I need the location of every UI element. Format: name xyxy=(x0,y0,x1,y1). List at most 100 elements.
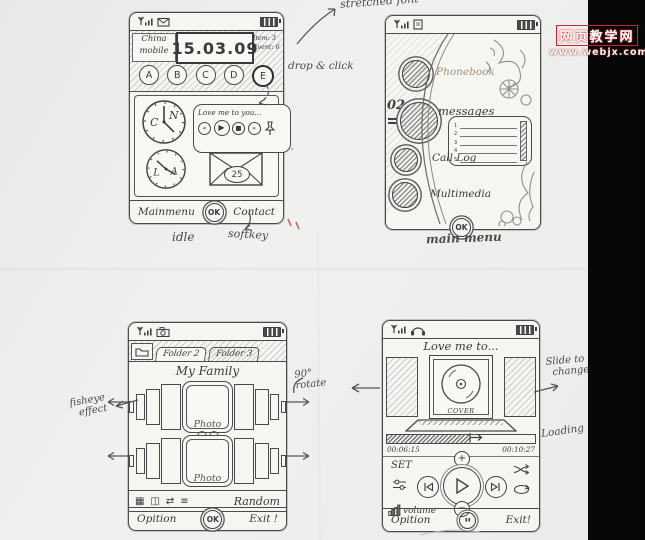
shortcut-letter-c[interactable]: C xyxy=(195,65,216,85)
tab-folder3[interactable]: Folder 3 xyxy=(208,347,261,361)
messages-badge-underline xyxy=(388,116,400,126)
shortcut-letter-b[interactable]: B xyxy=(167,65,188,85)
softkey-contact[interactable]: Contact xyxy=(233,206,275,218)
status-bar xyxy=(130,13,283,31)
frame-small xyxy=(255,443,269,479)
messages-icon[interactable] xyxy=(400,102,438,140)
rotate-view-icon[interactable]: ⇄ xyxy=(165,495,175,507)
list-item[interactable]: 3 xyxy=(454,137,517,146)
grid-view-icon[interactable]: ▦ xyxy=(135,495,145,507)
phone-screen-mainmenu: Phonebook 02 messages 1 2 3 4 5 Call Log… xyxy=(385,15,541,237)
now-playing-title: Love me to you... xyxy=(198,108,262,117)
softkey-exit[interactable]: Exit! xyxy=(505,514,531,526)
frame-stub xyxy=(280,401,286,413)
ok-button[interactable]: OK xyxy=(204,202,224,222)
frame-tiny xyxy=(135,448,145,474)
set-label[interactable]: SET xyxy=(391,460,412,471)
filmstrip-row-1[interactable]: Photo xyxy=(129,380,286,434)
album-title: My Family xyxy=(175,364,240,378)
list-item[interactable]: 1 xyxy=(454,120,517,129)
ok-button[interactable]: OK xyxy=(452,218,471,237)
date-display: 15.03.09 xyxy=(172,32,257,64)
frame-medium xyxy=(161,384,181,430)
softkey-mainmenu[interactable]: Mainmenu xyxy=(138,206,195,218)
time-elapsed: 00:06:15 xyxy=(387,445,420,454)
battery-icon xyxy=(263,326,284,337)
shortcut-letter-e[interactable]: E xyxy=(252,65,274,87)
mail-widget[interactable]: 25 xyxy=(209,152,263,186)
phonebook-icon[interactable] xyxy=(402,60,430,88)
red-pen-marks xyxy=(287,147,300,230)
previous-cover[interactable] xyxy=(386,357,418,417)
shuffle-icon[interactable] xyxy=(513,463,530,476)
carrier-label: China mobile xyxy=(132,33,176,62)
cover-flow: COVER xyxy=(383,355,539,419)
frame-stub xyxy=(129,455,135,467)
equalizer-icon[interactable] xyxy=(392,478,407,491)
folder-tab-bar: Folder 2 Folder 3 xyxy=(129,341,286,362)
next-cover[interactable] xyxy=(504,357,536,417)
scrollbar[interactable] xyxy=(520,121,527,161)
progress-bar[interactable] xyxy=(386,433,536,444)
stop-icon[interactable]: ■ xyxy=(232,121,245,135)
next-track-button[interactable] xyxy=(485,476,507,498)
signal-icon xyxy=(137,326,152,336)
photo-filmstrips: Photo Photo xyxy=(129,380,286,488)
tab-folder2[interactable]: Folder 2 xyxy=(155,347,208,361)
random-mode-label[interactable]: Random xyxy=(233,494,280,508)
pause-softkey-button[interactable]: ▮▮ xyxy=(459,511,477,529)
photo-frame-main[interactable]: Photo xyxy=(182,435,233,487)
status-bar xyxy=(386,16,540,34)
cover-label: COVER xyxy=(447,407,475,415)
svg-text:N: N xyxy=(168,109,179,122)
filmstrip-row-2[interactable]: Photo xyxy=(129,434,286,488)
list-item[interactable]: 5 xyxy=(454,154,517,163)
annotation-main-menu: main menu xyxy=(425,229,502,247)
player-controls: SET volume xyxy=(383,451,539,517)
mainmenu-body: Phonebook 02 messages 1 2 3 4 5 Call Log… xyxy=(386,34,540,237)
song-title: Love me to... xyxy=(423,339,499,353)
plus-button[interactable]: + xyxy=(454,451,470,467)
album-cover[interactable]: COVER xyxy=(429,355,493,419)
call-log-icon[interactable] xyxy=(394,148,418,172)
frame-stub xyxy=(280,455,286,467)
softkey-option[interactable]: Opition xyxy=(391,514,431,526)
repeat-icon[interactable] xyxy=(513,484,530,495)
menu-item-phonebook[interactable]: Phonebook xyxy=(436,66,495,78)
list-item[interactable]: 2 xyxy=(454,129,517,138)
list-item[interactable]: 4 xyxy=(454,146,517,155)
volume-label: volume xyxy=(403,506,437,516)
ok-button[interactable]: OK xyxy=(203,509,223,529)
forward-icon[interactable]: » xyxy=(247,121,261,135)
music-widget[interactable]: Love me to you... « ▶ ■ » xyxy=(193,104,291,153)
frame-tiny xyxy=(270,394,280,420)
filmstrip-view-icon[interactable]: ◫ xyxy=(150,495,160,507)
annotation-stretched-font: stretched font xyxy=(339,0,420,11)
play-button[interactable] xyxy=(443,467,481,505)
envelope-icon xyxy=(157,17,170,27)
world-clock-cn: C N xyxy=(142,100,186,144)
volume-control[interactable]: volume xyxy=(388,503,436,516)
shortcut-letter-d[interactable]: D xyxy=(223,65,244,85)
play-icon[interactable]: ▶ xyxy=(213,120,230,136)
headphones-icon xyxy=(411,326,425,335)
softkey-exit[interactable]: Exit ! xyxy=(249,513,278,525)
menu-item-call-log[interactable]: Call Log xyxy=(432,152,477,164)
menu-item-multimedia[interactable]: Multimedia xyxy=(430,188,491,200)
photo-frame-main[interactable]: Photo xyxy=(182,381,233,433)
previous-track-button[interactable] xyxy=(417,476,439,498)
progress-marker-arrow xyxy=(469,433,483,442)
annotation-rotate: 90° rotate xyxy=(293,367,327,392)
watermark-title: 网页教学网 xyxy=(556,25,638,46)
shortcut-letter-a[interactable]: A xyxy=(139,65,159,85)
rewind-icon[interactable]: « xyxy=(198,121,211,135)
strip-arrow-left-1 xyxy=(107,397,130,407)
list-view-icon[interactable]: ≡ xyxy=(180,495,189,507)
strip-arrow-right-1 xyxy=(287,397,310,407)
item-event-counts: Item: 3 Event: 6 xyxy=(253,35,280,52)
softkey-option[interactable]: Opition xyxy=(137,513,177,525)
multimedia-icon[interactable] xyxy=(392,182,418,208)
folder-icon[interactable] xyxy=(131,343,153,360)
frame-medium xyxy=(161,438,181,484)
